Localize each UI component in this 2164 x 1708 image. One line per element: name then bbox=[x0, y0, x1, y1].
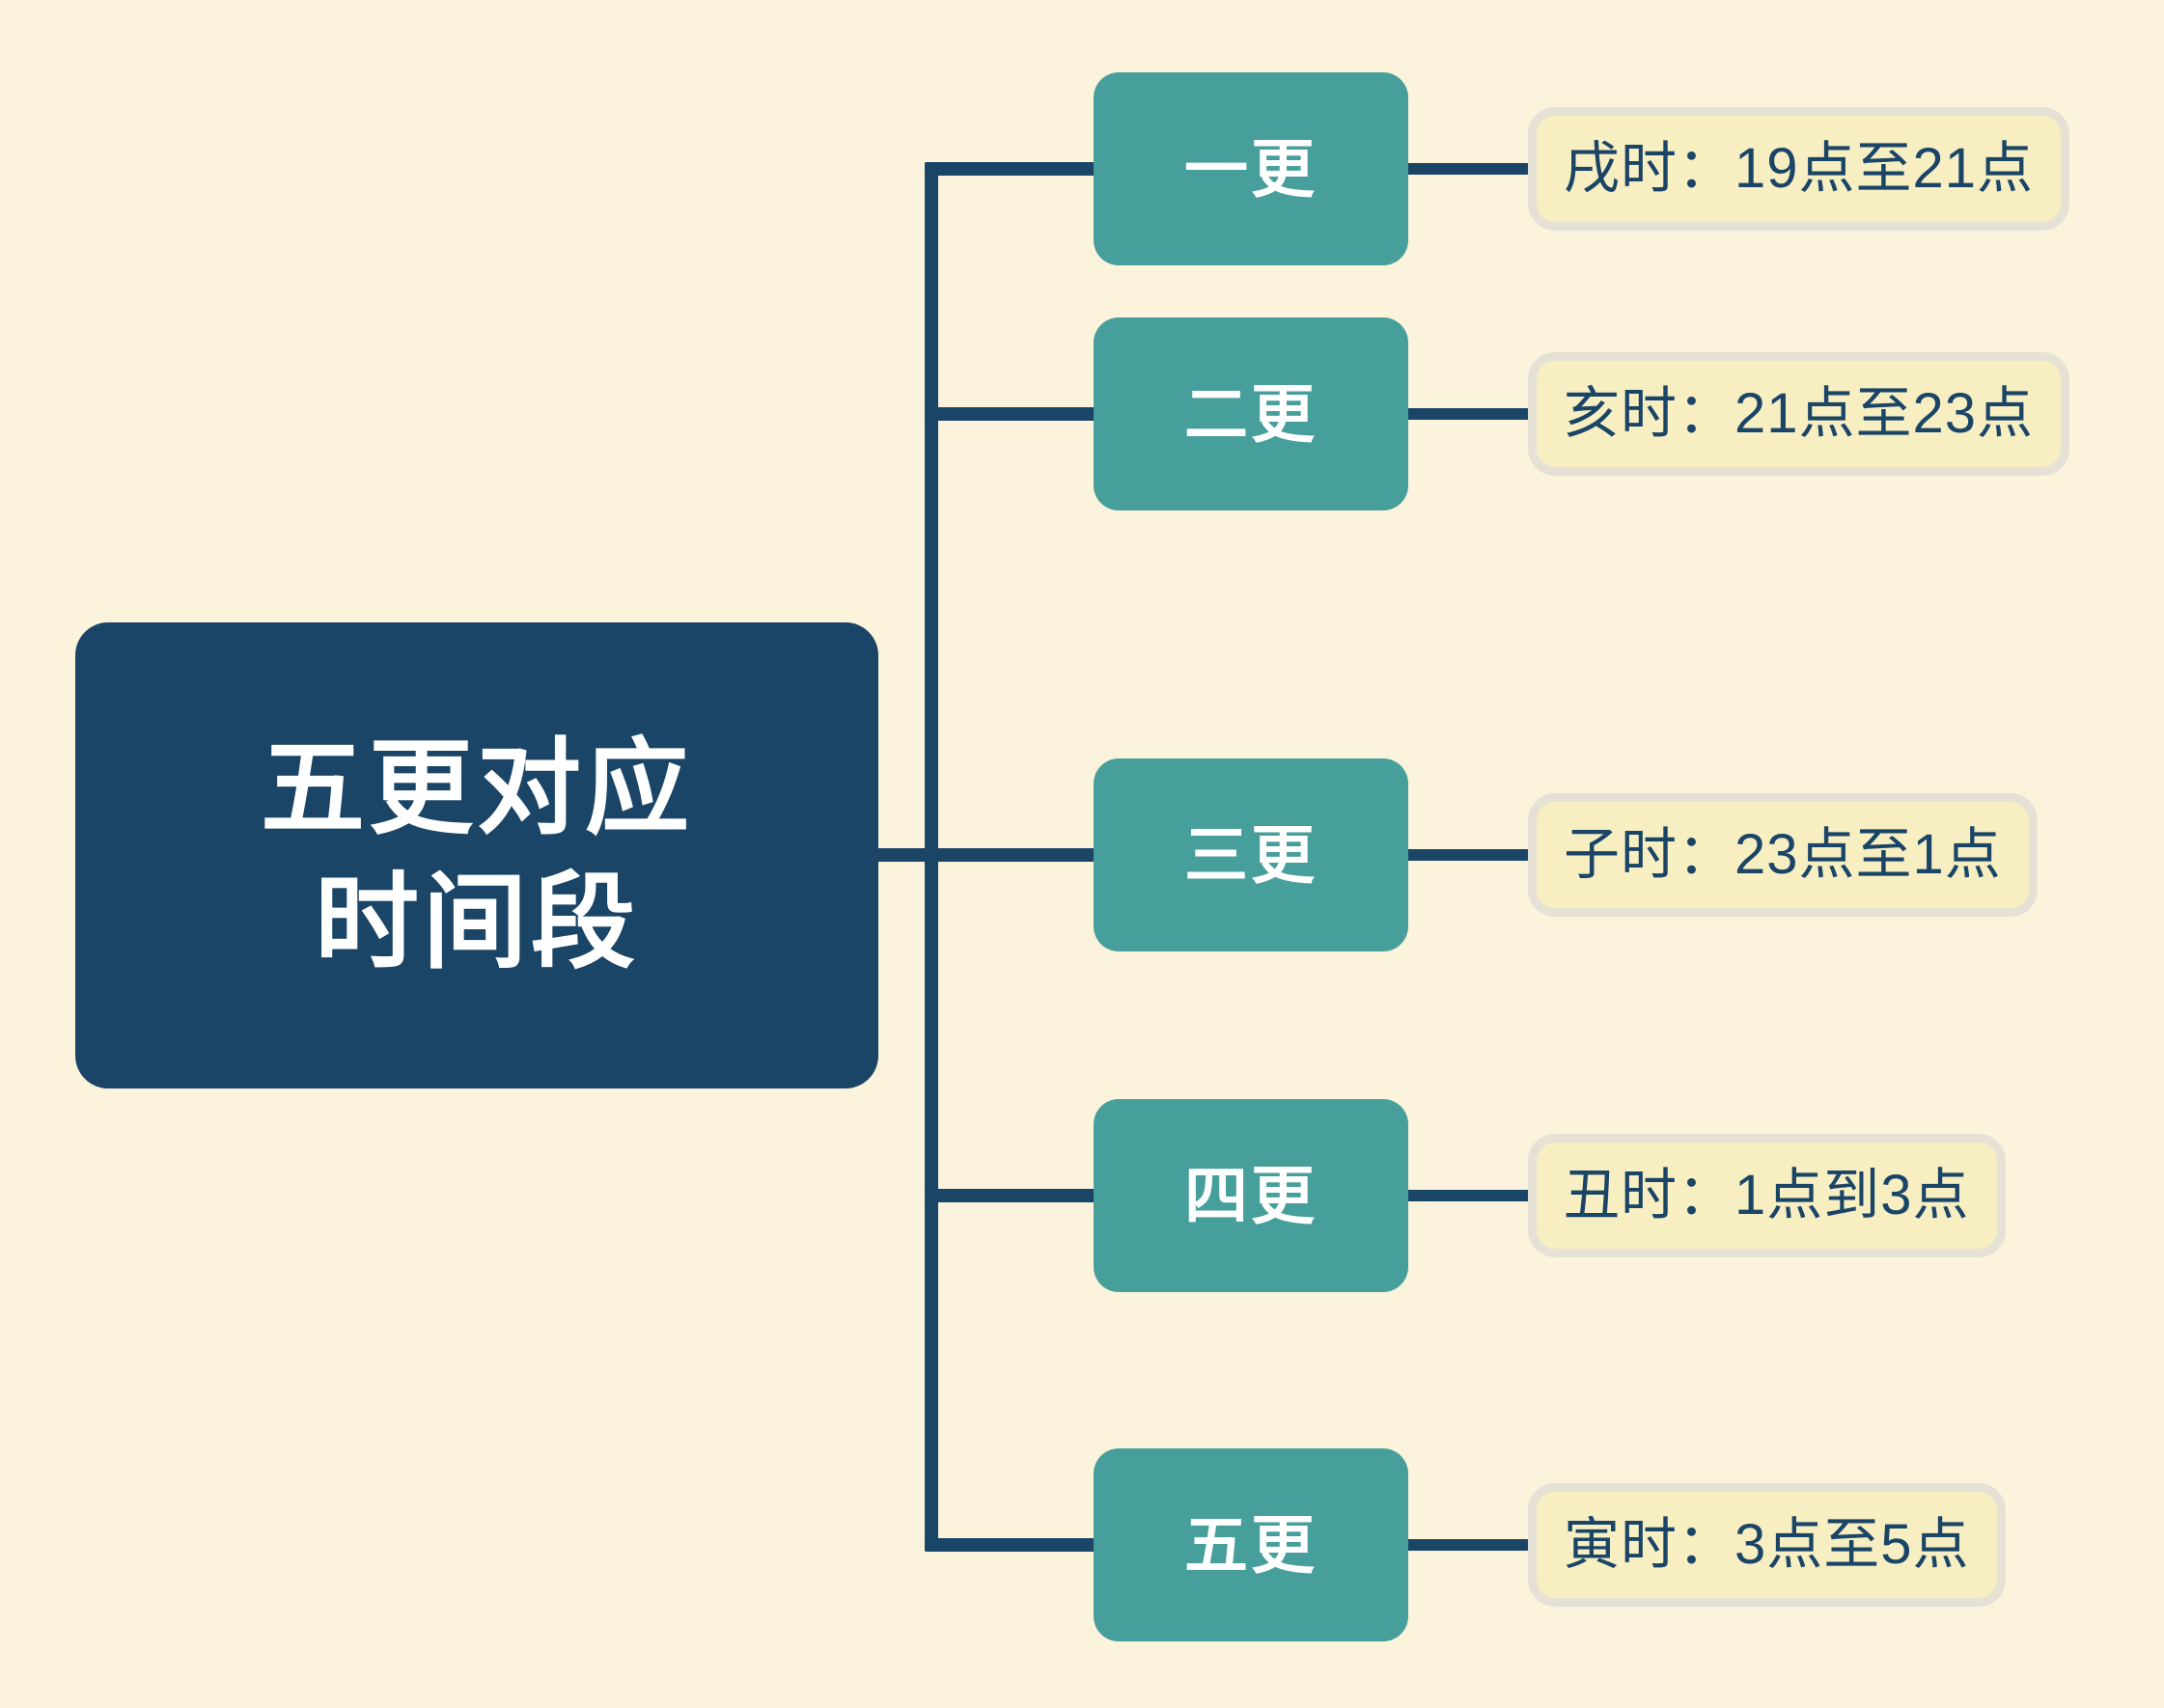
root-node[interactable]: 五更对应 时间段 bbox=[75, 622, 878, 1088]
branch-node-4[interactable]: 四更 bbox=[1094, 1099, 1408, 1292]
connector-leaf-4 bbox=[1401, 1190, 1537, 1201]
detail-pill-2[interactable]: 亥时：21点至23点 bbox=[1528, 352, 2070, 476]
detail-pill-4[interactable]: 丑时：1点到3点 bbox=[1528, 1134, 2006, 1257]
branch-node-5[interactable]: 五更 bbox=[1094, 1448, 1408, 1641]
branch-node-2-label: 二更 bbox=[1184, 378, 1318, 450]
connector-branch-3 bbox=[925, 848, 1100, 862]
branch-node-3-label: 三更 bbox=[1184, 819, 1318, 891]
root-node-title: 五更对应 时间段 bbox=[260, 730, 693, 980]
detail-pill-2-text: 亥时：21点至23点 bbox=[1564, 382, 2035, 445]
detail-pill-1-text: 戌时：19点至21点 bbox=[1564, 137, 2035, 200]
connector-leaf-1 bbox=[1401, 163, 1537, 175]
connector-branch-4 bbox=[925, 1189, 1100, 1202]
connector-branch-1 bbox=[925, 162, 1100, 176]
branch-node-1-label: 一更 bbox=[1184, 133, 1318, 205]
detail-pill-1[interactable]: 戌时：19点至21点 bbox=[1528, 107, 2070, 231]
detail-pill-5-text: 寅时：3点至5点 bbox=[1564, 1513, 1970, 1576]
branch-node-2[interactable]: 二更 bbox=[1094, 317, 1408, 510]
connector-leaf-5 bbox=[1401, 1539, 1537, 1551]
connector-branch-2 bbox=[925, 407, 1100, 421]
connector-leaf-3 bbox=[1401, 849, 1537, 861]
branch-node-5-label: 五更 bbox=[1184, 1509, 1318, 1581]
connector-branch-5 bbox=[925, 1538, 1100, 1552]
detail-pill-5[interactable]: 寅时：3点至5点 bbox=[1528, 1483, 2006, 1607]
detail-pill-3-text: 子时：23点至1点 bbox=[1564, 823, 2002, 886]
connector-root-stub bbox=[874, 848, 941, 862]
detail-pill-3[interactable]: 子时：23点至1点 bbox=[1528, 793, 2038, 917]
connector-leaf-2 bbox=[1401, 408, 1537, 420]
detail-pill-4-text: 丑时：1点到3点 bbox=[1564, 1164, 1970, 1226]
branch-node-4-label: 四更 bbox=[1184, 1160, 1318, 1231]
branch-node-1[interactable]: 一更 bbox=[1094, 72, 1408, 265]
branch-node-3[interactable]: 三更 bbox=[1094, 758, 1408, 951]
